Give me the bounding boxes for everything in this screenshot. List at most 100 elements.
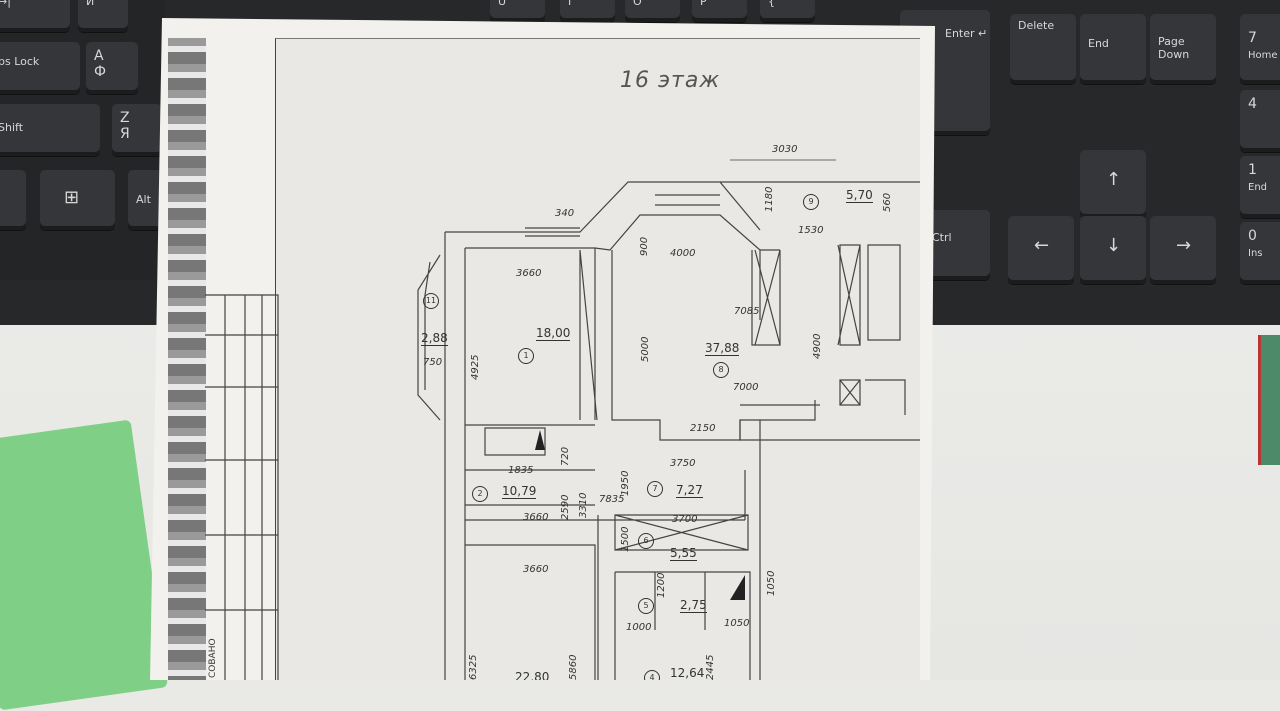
arrow-right-icon: → bbox=[1176, 235, 1192, 256]
room-number: 1 bbox=[518, 348, 534, 364]
key-label: 0 bbox=[1248, 228, 1257, 244]
dimension-label: 7835 bbox=[599, 494, 625, 505]
arrow-left-icon: ← bbox=[1034, 235, 1050, 256]
room-area: 22,80 bbox=[515, 670, 550, 684]
key-ctrl-left[interactable] bbox=[0, 170, 26, 230]
key-label: ps Lock bbox=[0, 55, 40, 68]
key-label: 7 bbox=[1248, 30, 1257, 46]
key-label: U bbox=[498, 0, 507, 8]
key-end[interactable]: End bbox=[1080, 14, 1146, 84]
room-number: 6 bbox=[638, 533, 654, 549]
dimension-label: 1835 bbox=[508, 465, 534, 476]
dimension-label: 1000 bbox=[626, 622, 652, 633]
dimension-label: 6325 bbox=[468, 654, 479, 680]
key-caps-lock[interactable]: ps Lock bbox=[0, 42, 80, 94]
key-label: { bbox=[768, 0, 775, 8]
key-label: 4 bbox=[1248, 96, 1257, 112]
dimension-label: 900 bbox=[639, 236, 650, 256]
key-label: А bbox=[94, 48, 104, 64]
key-p[interactable]: P bbox=[692, 0, 747, 22]
dimension-label: 1180 bbox=[764, 186, 775, 212]
key-arrow-up[interactable]: ↑ bbox=[1080, 150, 1146, 218]
arrow-down-icon: ↓ bbox=[1106, 235, 1122, 256]
dimension-label: 7085 bbox=[734, 306, 760, 317]
dimension-label: 4900 bbox=[812, 333, 823, 359]
key-label: Enter ↵ bbox=[945, 27, 988, 40]
key-windows[interactable]: ⊞ bbox=[40, 170, 115, 230]
dimension-label: 2590 bbox=[560, 494, 571, 520]
key-u[interactable]: U bbox=[490, 0, 545, 22]
key-label: Home bbox=[1248, 50, 1278, 62]
room-area: 10,79 bbox=[502, 484, 537, 499]
key-shift[interactable]: Shift bbox=[0, 104, 100, 156]
room-area: 37,88 bbox=[705, 341, 740, 356]
dimension-label: 2445 bbox=[705, 654, 716, 680]
plan-title: 16 этаж bbox=[620, 68, 721, 93]
key-label: I bbox=[568, 0, 572, 8]
room-area: 5,70 bbox=[846, 188, 873, 203]
dimension-label: 3660 bbox=[516, 268, 542, 279]
dimension-label: 1500 bbox=[620, 526, 631, 552]
key-label: 1 bbox=[1248, 162, 1257, 178]
key-label: Я bbox=[120, 126, 130, 143]
dimension-label: 3310 bbox=[578, 492, 589, 518]
spiral-binding bbox=[168, 38, 206, 680]
dimension-label: 340 bbox=[555, 208, 575, 219]
room-number: 11 bbox=[423, 293, 439, 309]
key-arrow-right[interactable]: → bbox=[1150, 216, 1216, 284]
room-area: 18,00 bbox=[536, 326, 571, 341]
windows-icon: ⊞ bbox=[64, 187, 80, 208]
room-area: 2,88 bbox=[421, 331, 448, 346]
dimension-label: 7000 bbox=[733, 382, 759, 393]
key-y[interactable]: Й bbox=[78, 0, 128, 32]
key-label: Й bbox=[86, 0, 95, 8]
key-label: Ctrl bbox=[932, 231, 952, 244]
key-label: Delete bbox=[1018, 19, 1055, 32]
key-label: End bbox=[1248, 182, 1268, 194]
key-numpad-4[interactable]: 4 bbox=[1240, 90, 1280, 152]
key-o[interactable]: O bbox=[625, 0, 680, 22]
floor-plan-drawing bbox=[205, 159, 920, 680]
key-tab[interactable]: →| bbox=[0, 0, 70, 32]
key-label: Ins bbox=[1248, 248, 1263, 260]
dimension-label: 3700 bbox=[672, 514, 698, 525]
room-area: 2,75 bbox=[680, 598, 707, 613]
room-number: 2 bbox=[472, 486, 488, 502]
key-arrow-left[interactable]: ← bbox=[1008, 216, 1074, 284]
room-number: 9 bbox=[803, 194, 819, 210]
key-label: →| bbox=[0, 0, 11, 8]
device-edge bbox=[1258, 335, 1280, 465]
dimension-label: 1200 bbox=[656, 572, 667, 598]
approval-stamp-text: СОВАНО bbox=[208, 638, 218, 678]
room-number: 5 bbox=[638, 598, 654, 614]
dimension-label: 3660 bbox=[523, 512, 549, 523]
key-label: Shift bbox=[0, 121, 24, 134]
key-delete[interactable]: Delete bbox=[1010, 14, 1076, 84]
room-number: 7 bbox=[647, 481, 663, 497]
key-arrow-down[interactable]: ↓ bbox=[1080, 216, 1146, 284]
key-label: Z bbox=[120, 110, 130, 126]
dimension-label: 3660 bbox=[523, 564, 549, 575]
dimension-label: 560 bbox=[882, 192, 893, 212]
dimension-label: 1050 bbox=[724, 618, 750, 629]
room-number: 8 bbox=[713, 362, 729, 378]
dimension-label: 4000 bbox=[670, 248, 696, 259]
room-number: 4 bbox=[644, 670, 660, 680]
room-area: 7,27 bbox=[676, 483, 703, 498]
dimension-label: 3750 bbox=[670, 458, 696, 469]
key-bracket[interactable]: { bbox=[760, 0, 815, 22]
dimension-label: 3030 bbox=[772, 144, 798, 155]
key-i[interactable]: I bbox=[560, 0, 615, 22]
key-label: P bbox=[700, 0, 707, 8]
key-label: Alt bbox=[136, 193, 151, 206]
key-label: End bbox=[1088, 37, 1109, 50]
key-label: Page Down bbox=[1158, 35, 1190, 61]
dimension-label: 1950 bbox=[620, 470, 631, 496]
key-page-down[interactable]: Page Down bbox=[1150, 14, 1216, 84]
key-label: O bbox=[633, 0, 642, 8]
